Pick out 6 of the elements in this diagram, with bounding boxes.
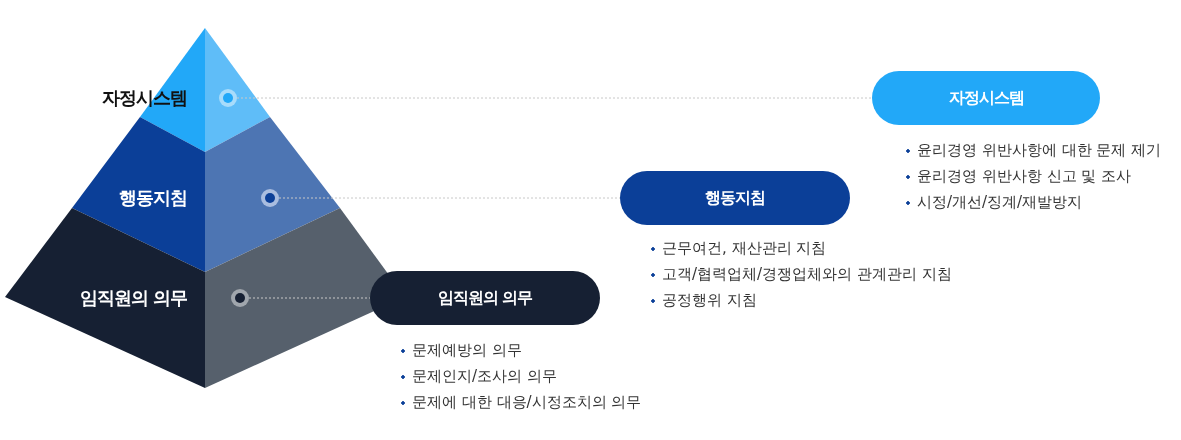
tier-label: 행동지침 [119,186,187,210]
leader-line [248,297,371,299]
title-pill: 자정시스템 [872,71,1100,125]
title-pill: 행동지침 [620,171,850,225]
title-pill: 임직원의 의무 [370,271,600,325]
tier-label: 임직원의 의무 [79,286,187,310]
